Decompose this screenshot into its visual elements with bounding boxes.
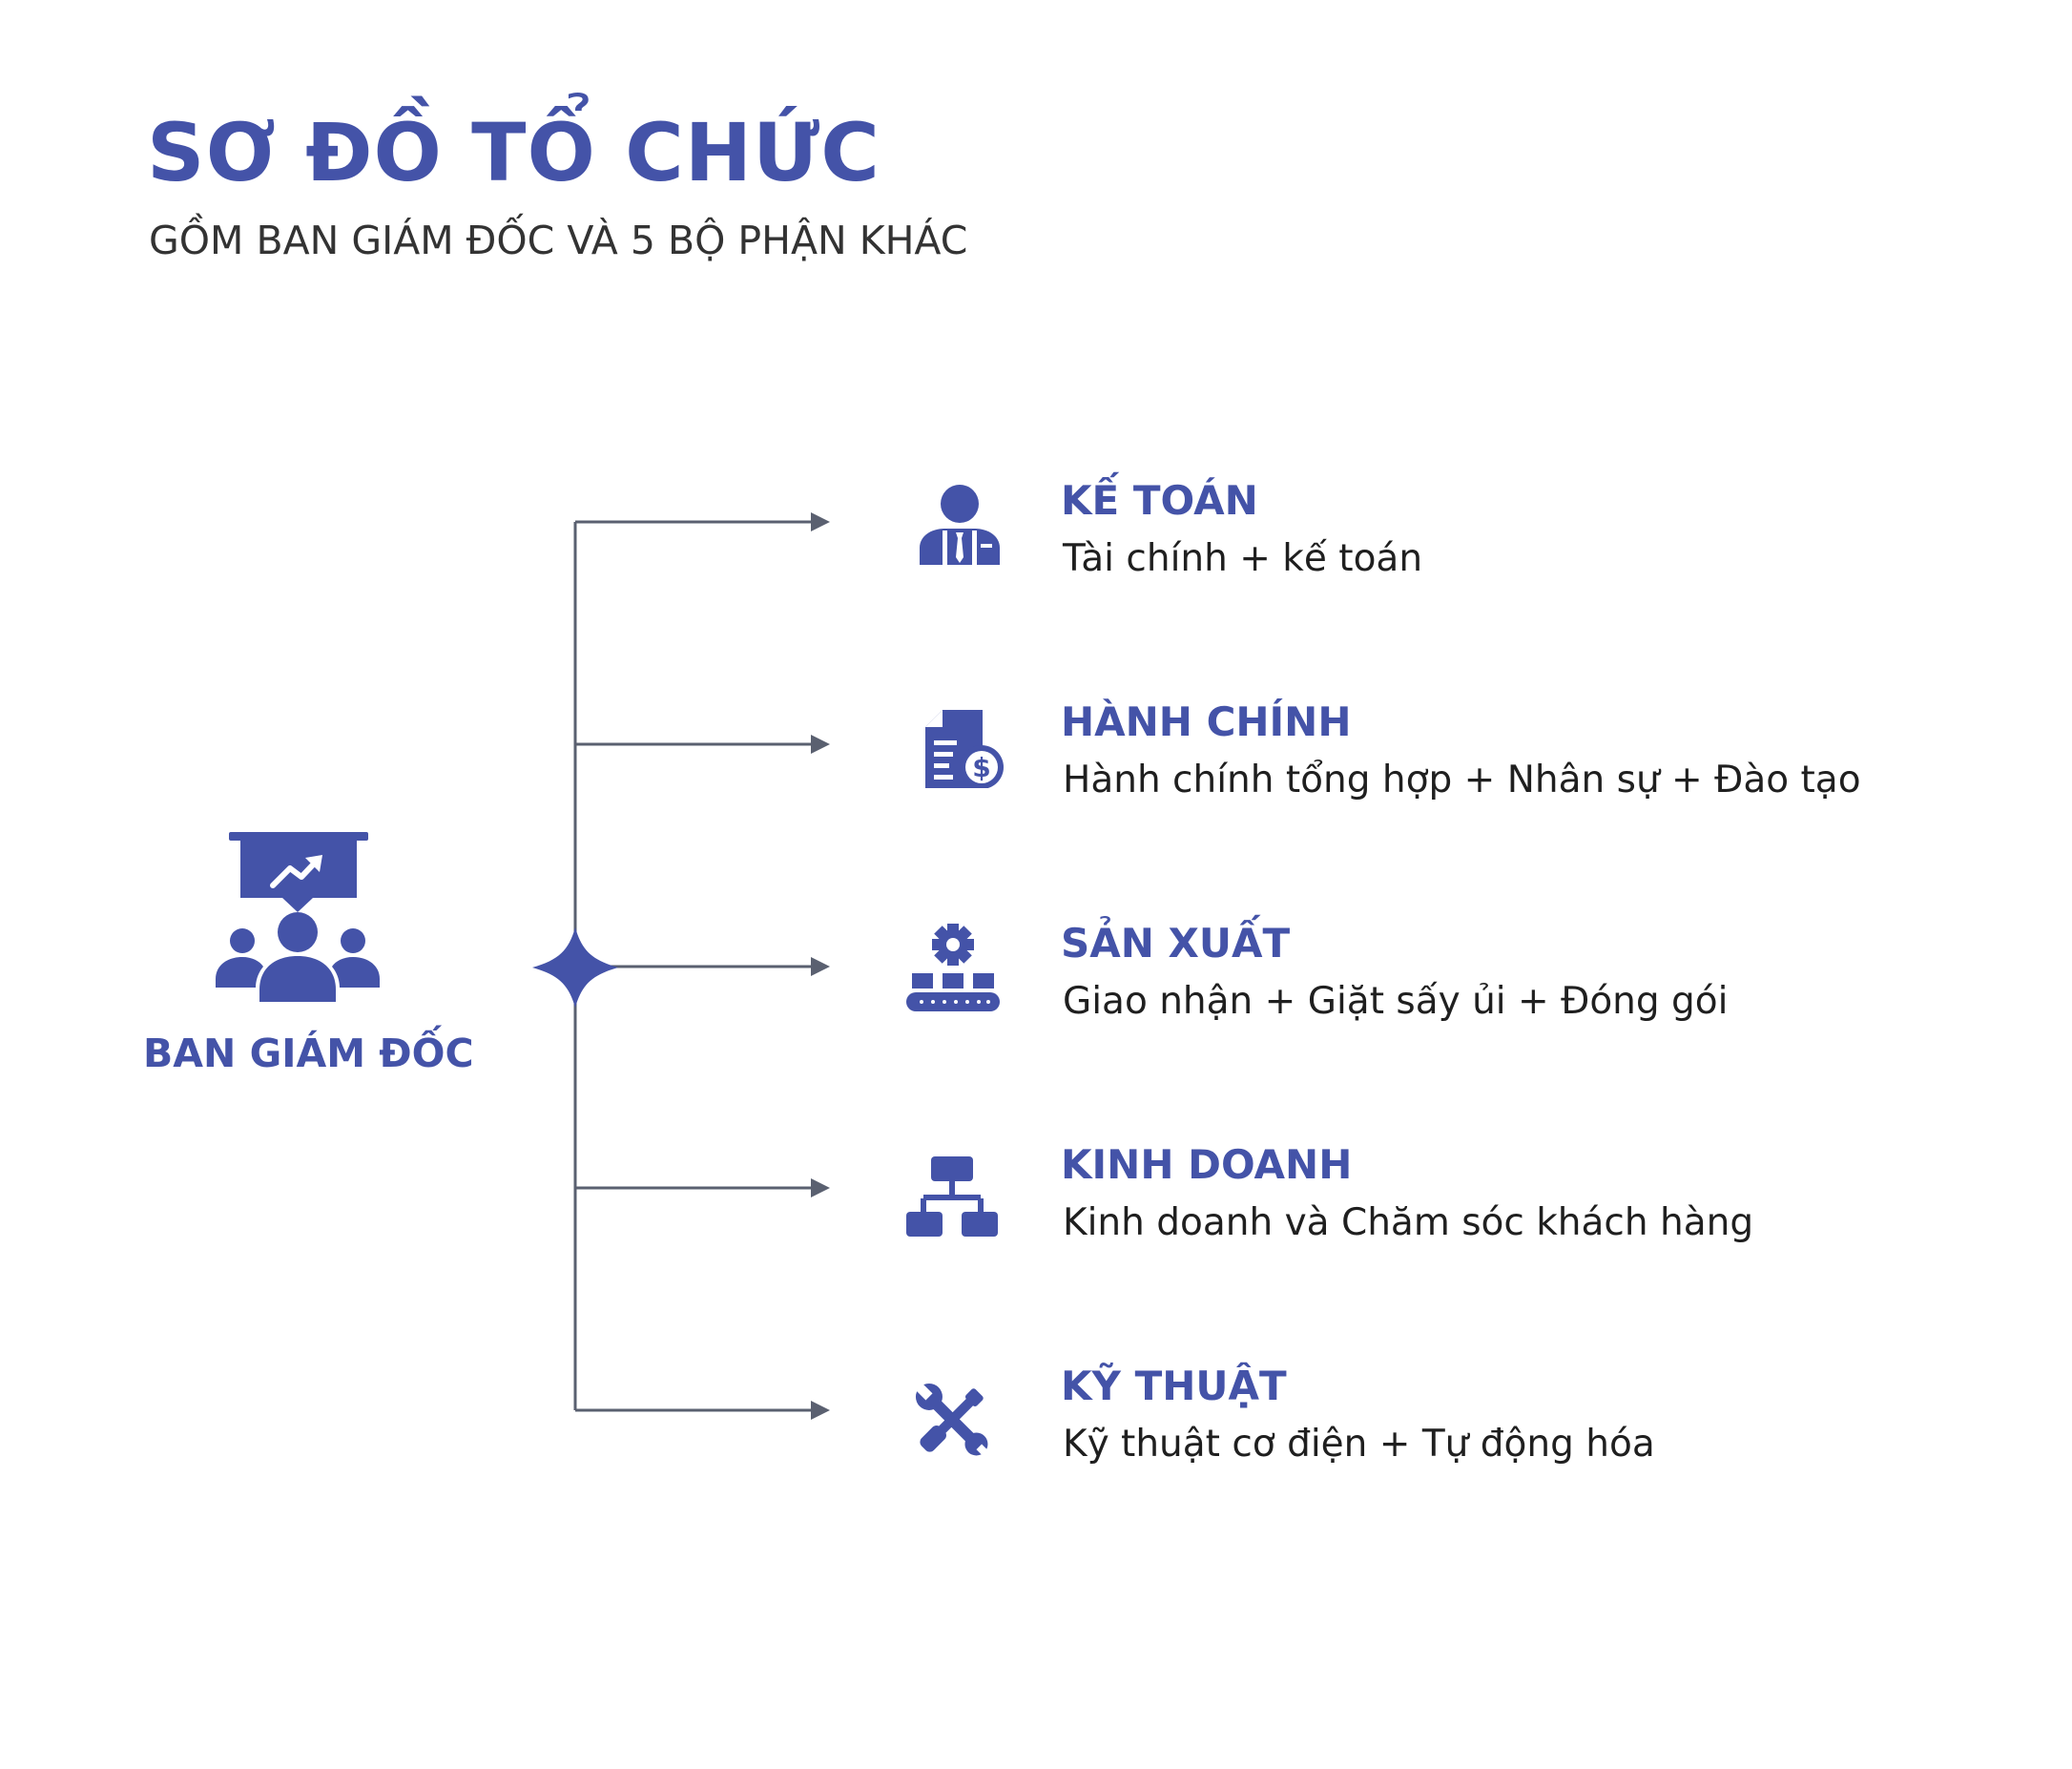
department-desc-ke-toan: Tài chính + kế toán xyxy=(1063,537,1423,580)
arrow-head-1 xyxy=(811,512,830,531)
arrow-head-3 xyxy=(811,957,830,976)
junction-star-icon xyxy=(532,927,618,1008)
root-label: BAN GIÁM ĐỐC xyxy=(143,1030,474,1076)
department-desc-hanh-chinh: Hành chính tổng hợp + Nhân sự + Đào tạo xyxy=(1063,759,1861,801)
department-name-kinh-doanh: KINH DOANH xyxy=(1061,1141,1353,1188)
arrow-head-2 xyxy=(811,735,830,754)
hierarchy-icon xyxy=(906,1156,998,1237)
department-desc-kinh-doanh: Kinh doanh và Chăm sóc khách hàng xyxy=(1063,1201,1754,1244)
arrow-head-5 xyxy=(811,1401,830,1420)
department-name-san-xuat: SẢN XUẤT xyxy=(1061,920,1291,967)
department-name-ke-toan: KẾ TOÁN xyxy=(1061,477,1258,524)
presentation-team-icon xyxy=(216,832,380,1002)
department-desc-ky-thuat: Kỹ thuật cơ điện + Tự động hóa xyxy=(1063,1423,1655,1466)
tools-icon xyxy=(915,1383,990,1458)
production-line-icon xyxy=(906,924,1000,1011)
department-desc-san-xuat: Giao nhận + Giặt sấy ủi + Đóng gói xyxy=(1063,980,1729,1023)
page-title: SƠ ĐỒ TỔ CHỨC xyxy=(147,106,881,199)
department-name-ky-thuat: KỸ THUẬT xyxy=(1061,1363,1287,1409)
arrow-head-4 xyxy=(811,1178,830,1197)
finance-document-icon: $ xyxy=(925,710,1004,788)
businessman-icon xyxy=(920,485,1000,565)
page-subtitle: GỒM BAN GIÁM ĐỐC VÀ 5 BỘ PHẬN KHÁC xyxy=(149,218,968,263)
department-name-hanh-chinh: HÀNH CHÍNH xyxy=(1061,698,1352,745)
svg-text:$: $ xyxy=(972,752,990,783)
